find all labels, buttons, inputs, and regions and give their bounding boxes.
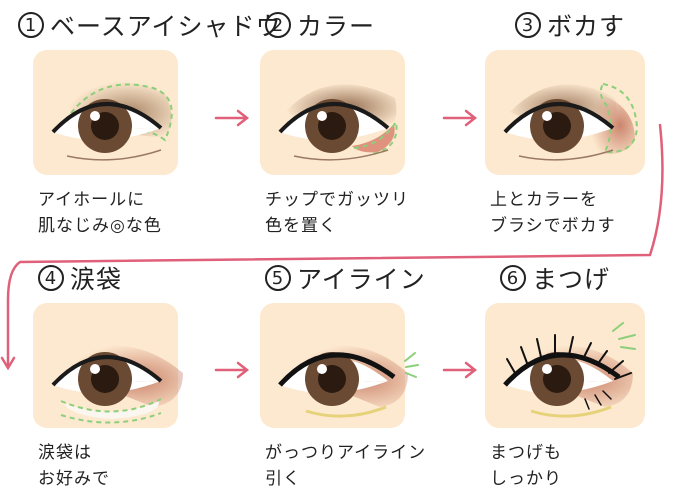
step-number: 2 xyxy=(265,12,291,38)
eye-illustration xyxy=(503,322,636,418)
step-number: 5 xyxy=(265,265,291,291)
step-4-title: 4 涙袋 xyxy=(38,258,122,298)
eye-illustration xyxy=(278,345,419,418)
step-caption: チップでガッツリ 色を置く xyxy=(265,190,409,236)
step-5: 5 アイライン がっつりアイライン 引く xyxy=(255,258,455,498)
step-title-text: ベースアイシャドウ xyxy=(50,12,282,41)
step-1-title: 1 ベースアイシャドウ xyxy=(18,5,282,45)
step-2: 2 カラー チップでガッツリ 色を置く xyxy=(255,5,455,245)
step-number: 6 xyxy=(500,265,526,291)
step-number: 3 xyxy=(515,12,541,38)
step-title-text: カラー xyxy=(297,12,376,41)
step-6: 6 まつげ まつげも しっかり xyxy=(480,258,680,498)
step-3: 3 ボカす 上とカラーを ブラシでボカす xyxy=(480,5,680,245)
arrow-right-icon xyxy=(214,109,250,127)
step-2-title: 2 カラー xyxy=(265,5,375,45)
arrow-right-icon xyxy=(442,109,478,127)
eye-illustration xyxy=(503,82,639,161)
step-number: 1 xyxy=(18,12,44,38)
step-caption: がっつりアイライン 引く xyxy=(265,443,427,489)
step-number: 4 xyxy=(38,265,64,291)
step-title-text: アイライン xyxy=(297,265,426,294)
step-title-text: ボカす xyxy=(547,12,626,41)
step-caption: 上とカラーを ブラシでボカす xyxy=(490,190,616,236)
step-caption: 涙袋は お好みで xyxy=(38,443,110,489)
step-5-title: 5 アイライン xyxy=(265,258,426,298)
arrow-right-icon xyxy=(214,361,250,379)
eye-illustration xyxy=(278,84,398,161)
step-caption: アイホールに 肌なじみ◎な色 xyxy=(38,190,162,236)
step-title-text: 涙袋 xyxy=(70,265,123,294)
eye-illustration xyxy=(51,345,183,424)
arrow-right-icon xyxy=(442,361,478,379)
step-3-title: 3 ボカす xyxy=(515,5,625,45)
step-caption: まつげも しっかり xyxy=(490,443,562,489)
step-4: 4 涙袋 涙袋は お好みで xyxy=(28,258,228,498)
eye-illustration xyxy=(51,81,173,161)
step-1: 1 ベースアイシャドウ アイホールに 肌なじみ◎な色 xyxy=(18,5,281,245)
step-title-text: まつげ xyxy=(532,265,611,294)
step-6-title: 6 まつげ xyxy=(500,258,610,298)
